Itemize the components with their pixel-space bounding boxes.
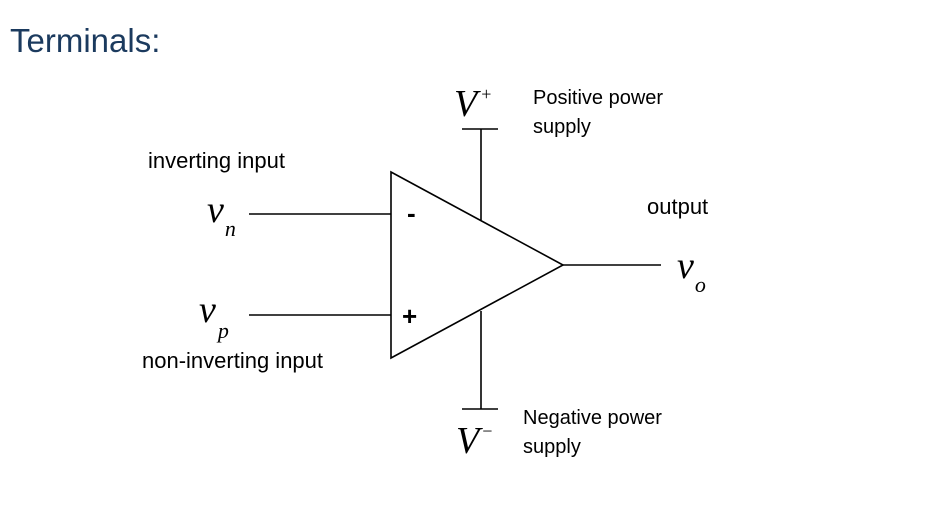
v-plus-main: V [454, 83, 478, 125]
v-minus-sup: − [482, 421, 493, 441]
negative-supply-line-2: supply [523, 436, 581, 458]
negative-supply-line-1: Negative power [523, 407, 662, 429]
vp-main: v [199, 289, 216, 331]
output-label: output [647, 194, 709, 219]
positive-supply-line-2: supply [533, 116, 591, 138]
v-plus-symbol: V+ [454, 82, 491, 126]
v-minus-symbol: V− [456, 419, 493, 463]
vp-symbol: vp [199, 288, 229, 343]
vn-symbol: vn [207, 188, 236, 241]
plus-sign: + [402, 301, 418, 331]
vp-sub: p [217, 318, 229, 343]
vo-sub: o [694, 272, 706, 297]
non-inverting-input-label: non-inverting input [142, 348, 324, 373]
vo-symbol: vo [677, 244, 706, 297]
minus-sign: - [407, 198, 416, 228]
vn-main: v [207, 189, 224, 231]
v-plus-sup: + [481, 84, 492, 104]
vo-main: v [677, 245, 694, 287]
positive-supply-line-1: Positive power [533, 87, 664, 109]
vn-sub: n [224, 216, 236, 241]
page-title: Terminals: [10, 22, 161, 59]
positive-supply-label: Positive power supply [533, 84, 663, 142]
negative-supply-label: Negative power supply [523, 404, 662, 462]
op-amp-triangle [390, 170, 565, 360]
inverting-input-label: inverting input [148, 148, 285, 173]
v-minus-main: V [456, 420, 480, 462]
